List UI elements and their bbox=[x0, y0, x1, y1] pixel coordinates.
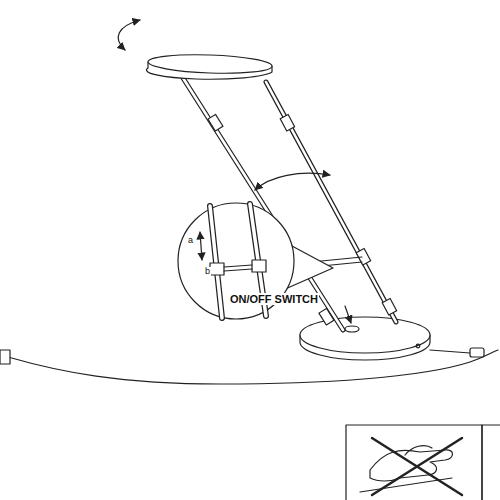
cable-connector bbox=[470, 348, 484, 357]
dimension-label: a bbox=[187, 236, 194, 246]
hand-warning bbox=[360, 438, 462, 495]
lamp-base bbox=[300, 317, 430, 353]
inset-frame bbox=[346, 425, 482, 500]
plug bbox=[0, 350, 10, 364]
lamp-head bbox=[148, 53, 273, 75]
part-label: ON/OFF SWITCH bbox=[229, 293, 319, 305]
dimension-label: b bbox=[204, 267, 211, 277]
power-cable bbox=[8, 350, 498, 384]
switch bbox=[345, 326, 359, 332]
rotate-arrow bbox=[255, 173, 330, 190]
rotate-arrow bbox=[118, 20, 140, 50]
